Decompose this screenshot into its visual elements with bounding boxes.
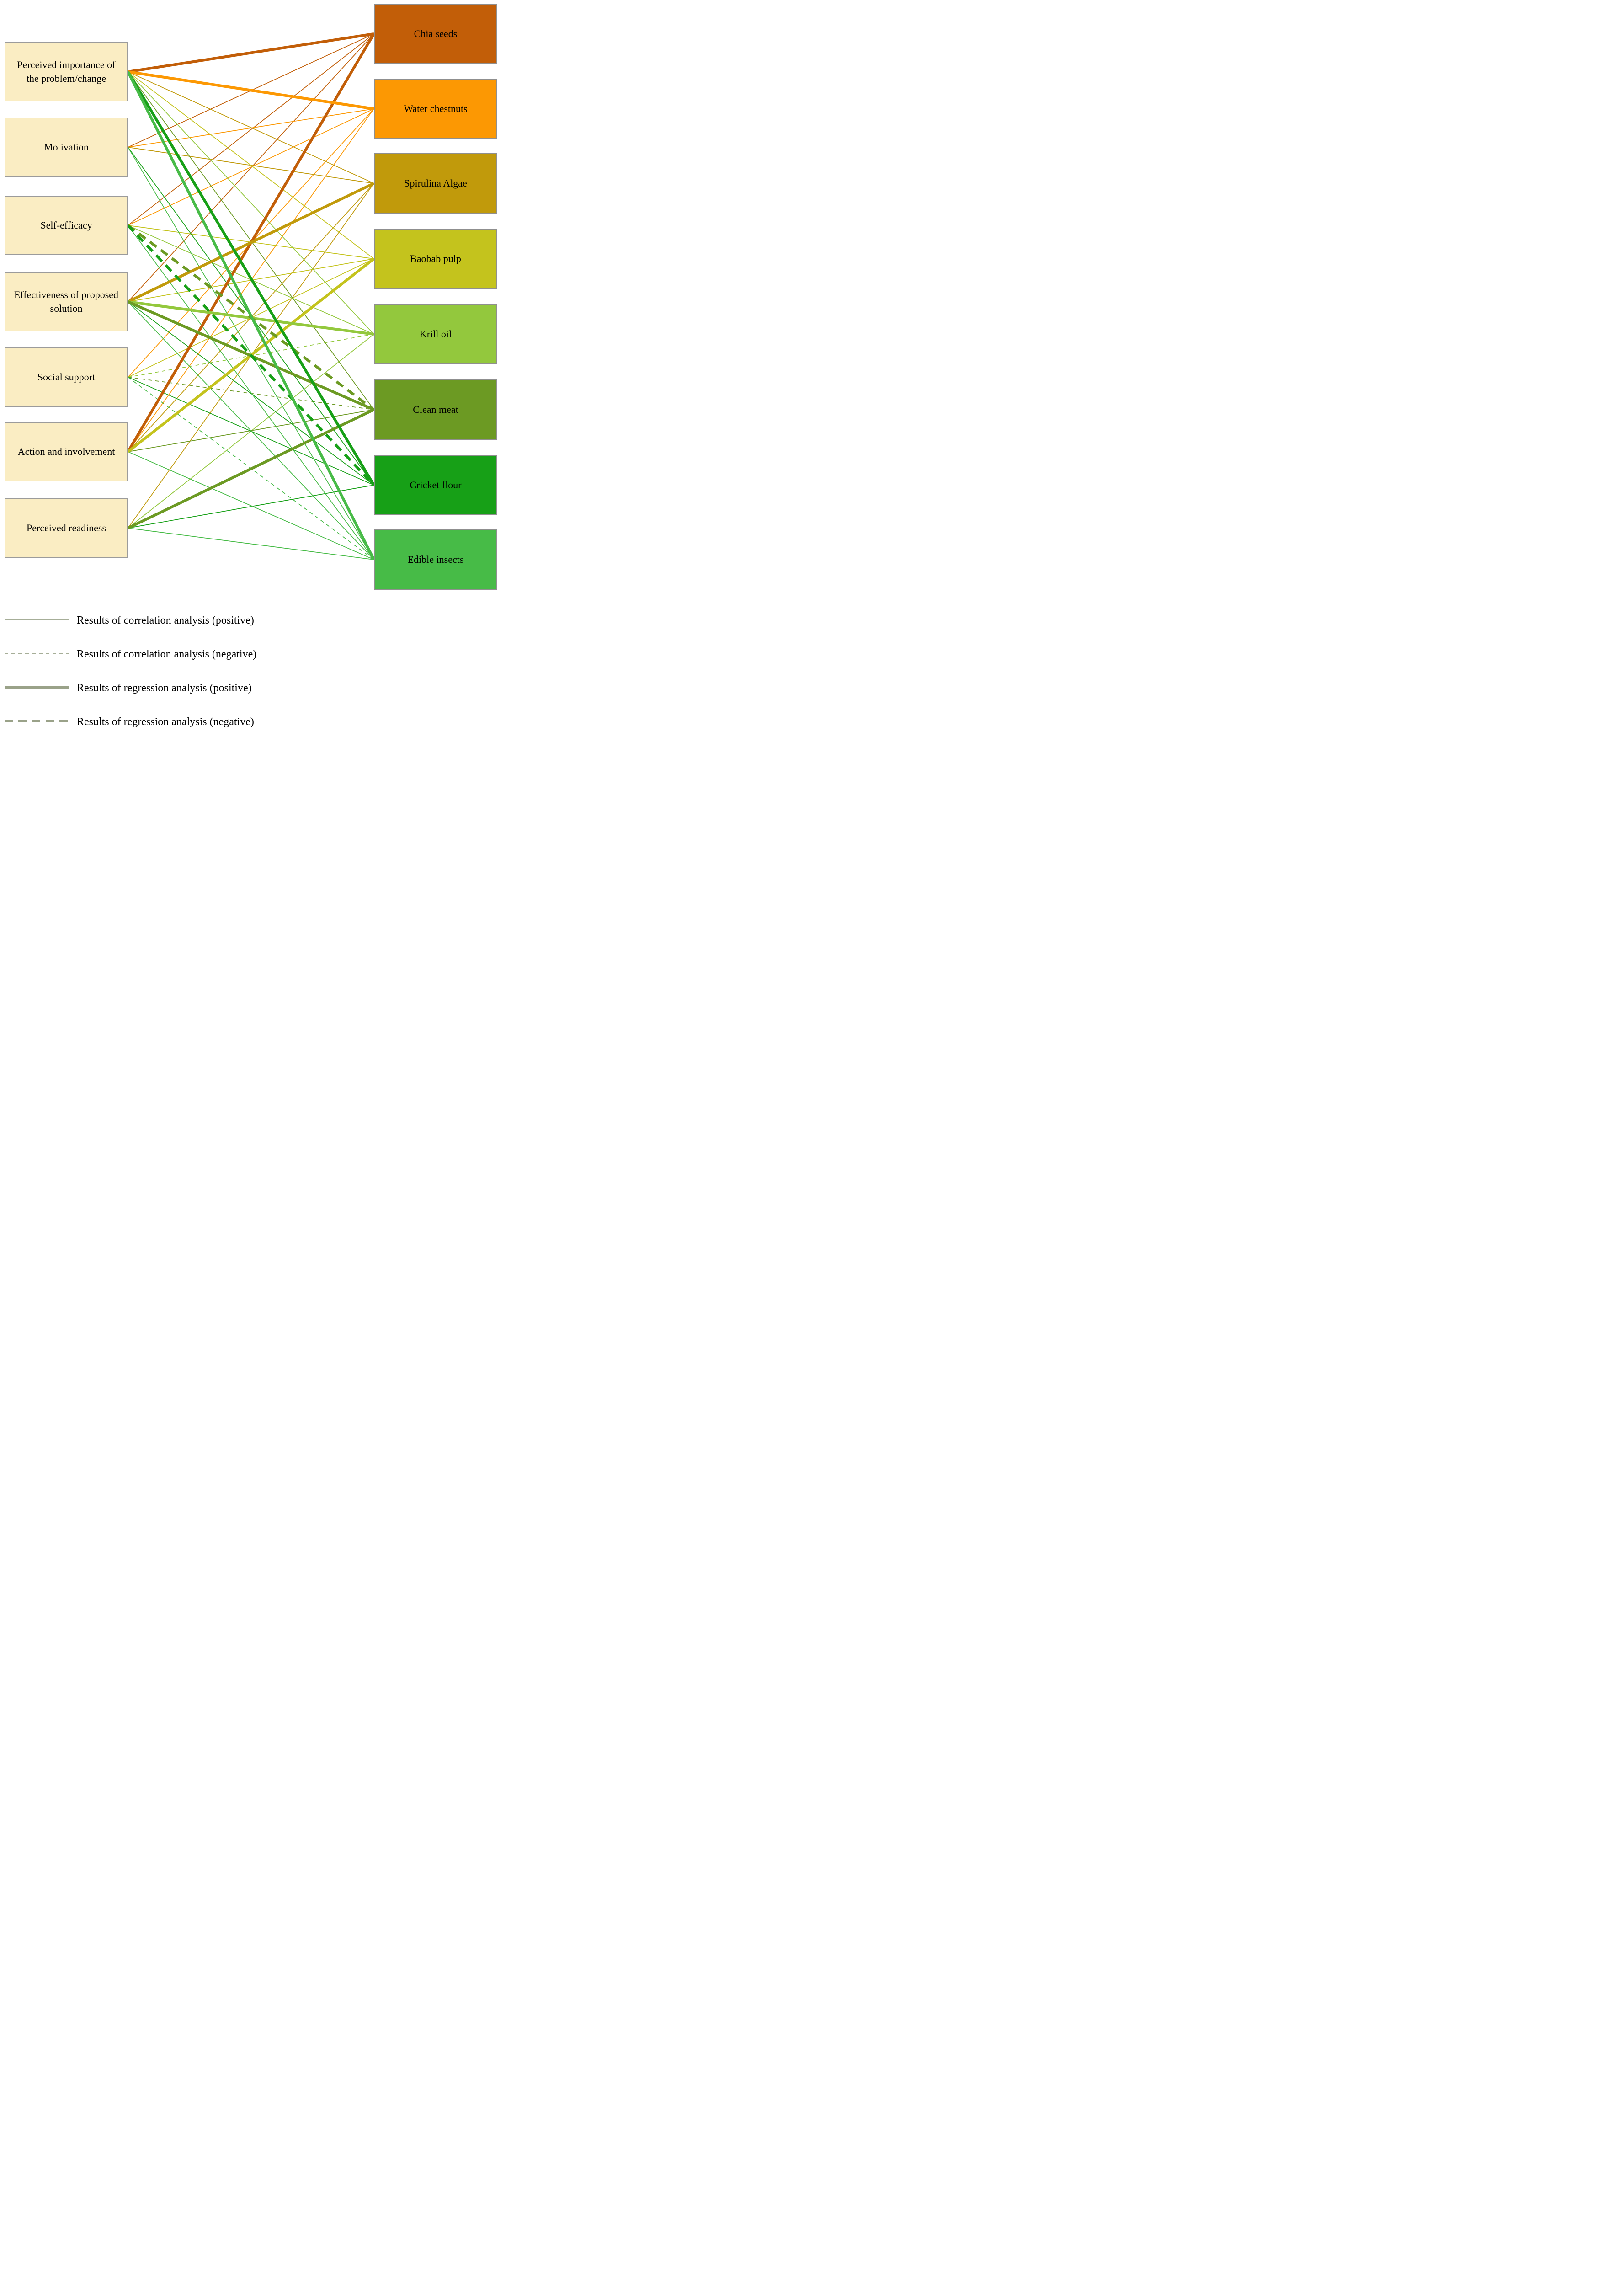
factor-node-1: Motivation: [5, 118, 128, 177]
edge-correlation_positive-f1-t7: [128, 147, 374, 560]
legend-line-correlation_positive: [5, 616, 69, 625]
edge-regression_positive-f3-t2: [127, 182, 375, 303]
edge-regression_positive-f6-t5: [127, 408, 375, 529]
legend-label-correlation_positive: Results of correlation analysis (positiv…: [77, 614, 254, 626]
legend-line-regression_positive: [5, 684, 69, 693]
food-node-4: Krill oil: [374, 304, 497, 364]
food-node-6: Cricket flour: [374, 455, 497, 515]
edge-regression_positive-f0-t0: [128, 32, 374, 73]
edge-correlation_positive-f0-t4: [128, 71, 374, 335]
edge-correlation_positive-f2-t0: [128, 33, 374, 226]
edge-regression_positive-f0-t7: [127, 71, 375, 561]
factor-node-2: Self-efficacy: [5, 196, 128, 255]
edge-regression_negative-f2-t6: [127, 224, 375, 486]
factor-node-4: Social support: [5, 347, 128, 407]
edge-correlation_positive-f6-t7: [128, 528, 374, 560]
legend-label-regression_negative: Results of regression analysis (negative…: [77, 716, 254, 727]
edge-correlation_positive-f6-t6: [128, 485, 374, 529]
legend-label-regression_positive: Results of regression analysis (positive…: [77, 682, 252, 694]
edge-correlation_positive-f0-t3: [128, 71, 374, 259]
legend-line-correlation_negative: [5, 650, 69, 659]
legend-row-regression_positive: Results of regression analysis (positive…: [5, 671, 416, 705]
edge-correlation_positive-f1-t1: [128, 108, 374, 148]
legend-row-correlation_positive: Results of correlation analysis (positiv…: [5, 604, 416, 637]
food-node-1: Water chestnuts: [374, 79, 497, 139]
food-node-0: Chia seeds: [374, 4, 497, 64]
legend-label-correlation_negative: Results of correlation analysis (negativ…: [77, 648, 257, 660]
factor-node-5: Action and involvement: [5, 422, 128, 481]
legend-row-correlation_negative: Results of correlation analysis (negativ…: [5, 637, 416, 671]
edge-correlation_positive-f3-t0: [128, 33, 374, 302]
factor-node-6: Perceived readiness: [5, 498, 128, 558]
edge-correlation_positive-f3-t6: [128, 301, 374, 486]
edge-correlation_positive-f2-t1: [128, 108, 374, 226]
diagram-canvas: Perceived importance of the problem/chan…: [0, 0, 503, 727]
food-node-3: Baobab pulp: [374, 229, 497, 289]
factor-node-3: Effectiveness of proposed solution: [5, 272, 128, 331]
legend-row-regression_negative: Results of regression analysis (negative…: [5, 705, 416, 727]
factor-node-0: Perceived importance of the problem/chan…: [5, 42, 128, 101]
edges-layer: [127, 32, 375, 561]
legend-line-regression_negative: [5, 718, 69, 726]
edge-regression_positive-f0-t6: [127, 71, 375, 486]
edge-regression_positive-f0-t1: [128, 70, 374, 110]
legend: Results of correlation analysis (positiv…: [5, 604, 416, 727]
edge-correlation_positive-f3-t7: [128, 301, 374, 560]
edge-correlation_positive-f0-t2: [128, 71, 374, 184]
food-node-5: Clean meat: [374, 379, 497, 440]
food-node-7: Edible insects: [374, 529, 497, 590]
edge-correlation_positive-f5-t7: [128, 451, 374, 560]
food-node-2: Spirulina Algae: [374, 153, 497, 214]
